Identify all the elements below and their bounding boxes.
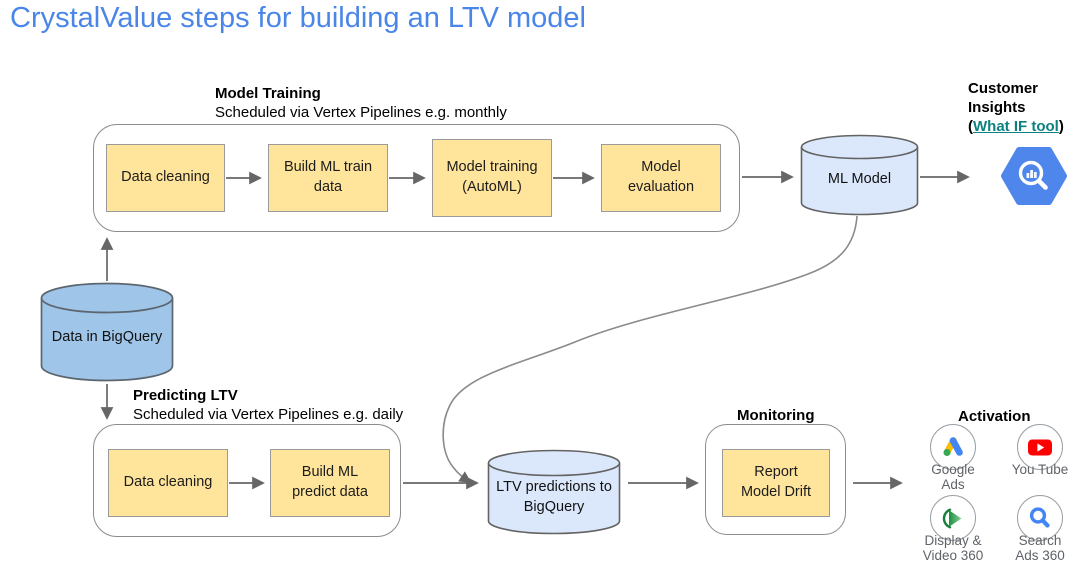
data-in-bigquery-cylinder: Data in BigQuery: [40, 282, 174, 383]
cylinder-shape: [800, 134, 919, 216]
predicting-section-header: Predicting LTV Scheduled via Vertex Pipe…: [133, 386, 403, 424]
paren-open: (: [968, 118, 973, 135]
page-title: CrystalValue steps for building an LTV m…: [10, 2, 586, 34]
ml-model-cylinder: ML Model: [800, 134, 919, 216]
youtube-icon: [1017, 424, 1063, 470]
bigquery-icon: [1001, 145, 1067, 212]
activation-section-header: Activation: [958, 407, 1031, 426]
activation-section-label: Activation: [958, 408, 1031, 425]
training-section-subtitle: Scheduled via Vertex Pipelines e.g. mont…: [215, 104, 507, 121]
predicting-section-label: Predicting LTV: [133, 387, 238, 404]
customer-insights-title: Customer Insights: [968, 80, 1039, 116]
what-if-tool-link[interactable]: What IF tool: [973, 118, 1059, 135]
customer-insights-header: Customer Insights (What IF tool): [968, 79, 1080, 136]
training-section-label: Model Training: [215, 85, 321, 102]
display-video-360-label: Display & Video 360: [922, 533, 984, 563]
step-model-training-automl: Model training (AutoML): [432, 139, 552, 217]
step-train-data-cleaning: Data cleaning: [106, 144, 225, 212]
step-build-ml-predict-data: Build ML predict data: [270, 449, 390, 517]
predicting-pipeline-container: [93, 424, 401, 537]
predicting-section-subtitle: Scheduled via Vertex Pipelines e.g. dail…: [133, 406, 404, 423]
step-report-model-drift: Report Model Drift: [722, 449, 830, 517]
step-model-evaluation: Model evaluation: [601, 144, 721, 212]
ltv-predictions-label: LTV predictions to BigQuery: [496, 478, 612, 515]
step-predict-data-cleaning: Data cleaning: [108, 449, 228, 517]
paren-close: ): [1058, 118, 1064, 135]
google-ads-label: Google Ads: [931, 462, 975, 492]
youtube-label: You Tube: [1011, 462, 1069, 477]
cylinder-shape: [40, 282, 174, 382]
monitoring-section-label: Monitoring: [737, 407, 815, 424]
what-if-tool-line: (What IF tool): [968, 117, 1080, 136]
training-pipeline-container: [93, 124, 740, 232]
search-ads-360-label: Search Ads 360: [1015, 533, 1065, 563]
display-video-360-icon: [930, 495, 976, 541]
monitoring-section-header: Monitoring: [737, 406, 814, 425]
ltv-predictions-cylinder: LTV predictions to BigQuery: [487, 449, 621, 536]
step-build-ml-train-data: Build ML train data: [268, 144, 388, 212]
ml-model-label: ML Model: [827, 171, 892, 188]
data-in-bigquery-label: Data in BigQuery: [51, 328, 163, 345]
google-ads-icon: [930, 424, 976, 470]
search-ads-360-icon: [1017, 495, 1063, 541]
training-section-header: Model Training Scheduled via Vertex Pipe…: [215, 84, 507, 122]
